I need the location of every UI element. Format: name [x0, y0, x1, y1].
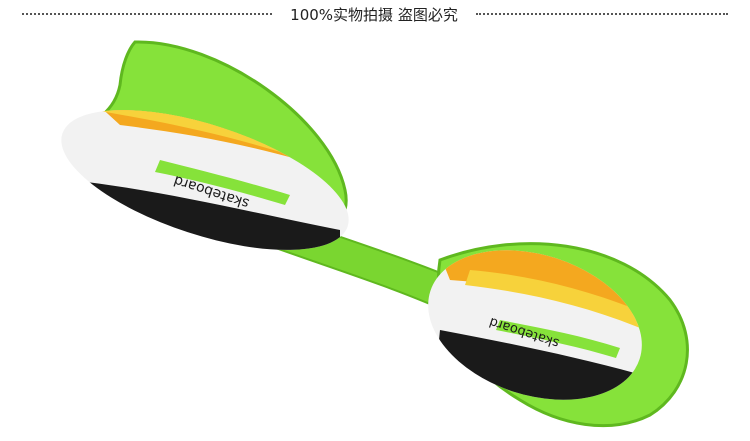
- dotted-rule-right: [476, 13, 728, 15]
- header-bar: 100%实物拍摄 盗图必究: [0, 0, 750, 30]
- skateboard-photo: skateboard skateboard: [45, 40, 689, 428]
- dotted-rule-left: [22, 13, 272, 15]
- photo-caption: 100%实物拍摄 盗图必究: [290, 6, 458, 24]
